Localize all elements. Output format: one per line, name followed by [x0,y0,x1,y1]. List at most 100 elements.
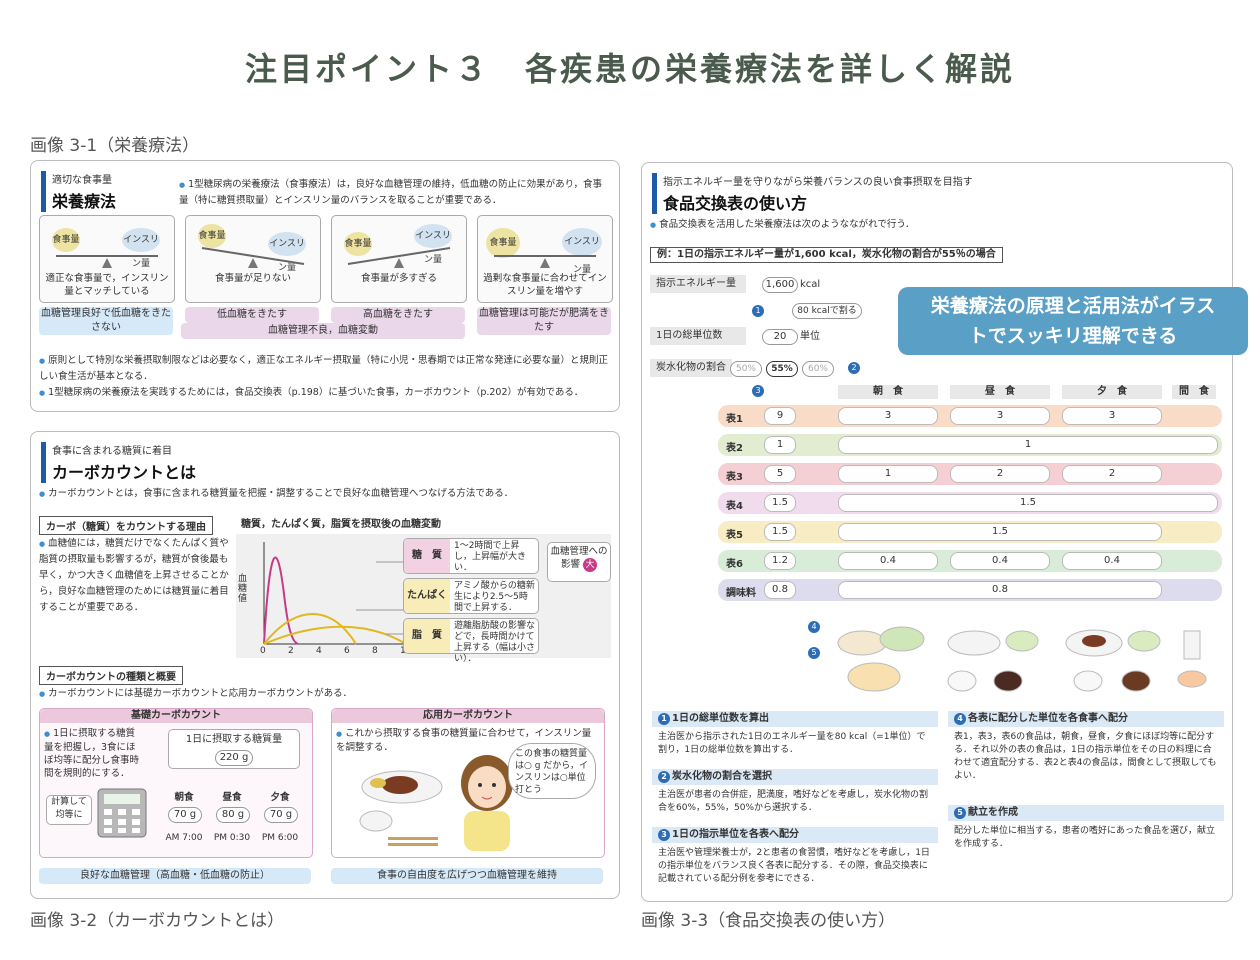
shared-result: 血糖管理不良，血糖変動 [181,323,465,339]
scale-desc-3: 食事量が多すぎる [360,273,437,284]
meal-plate-illustration [359,770,443,846]
nutrient-name-1: 糖 質 [404,539,450,573]
energy-value: 1,600 [762,277,798,293]
meal-time-1: AM 7:00 [165,833,203,843]
exchange-cell-1-1: 3 [838,407,938,425]
scale-desc-4: 過剰な食事量に合わせてインスリン量を増やす [483,273,607,297]
meal-illustrations [837,626,1207,692]
exchange-row-name-7: 調味料 [726,588,756,599]
divide-label: 80 kcalで割る [792,303,862,319]
nutrient-name-2: たんぱく質 [404,579,450,635]
scale-desc-1: 適正な食事量で，インスリン量とマッチしている [45,273,169,297]
exchange-cell-2-1: 1 [838,436,1218,454]
panel3-title: 食品交換表の使い方 [663,194,808,213]
exchange-row-total-1: 9 [764,407,796,425]
x-tick-8: 8 [372,646,378,656]
meal-carb-3: 70 g [264,807,298,823]
scale-beam-4 [494,255,596,268]
panel2-subtitle: 食事に含まれる糖質に着目 [52,446,172,457]
types-text: カーボカウントには基礎カーボカウントと応用カーボカウントがある． [39,686,609,702]
panel-food-exchange: 指示エネルギー量を守りながら栄養バランスの良い食事摂取を目指す 食品交換表の使い… [641,162,1248,902]
explanation-heading-text-3: 1日の指示単位を各表へ配分 [672,829,799,840]
step-3-icon: 3 [752,385,764,397]
basic-carb-text: 1日に摂取する糖質量を把握し，3食にほぼ均等に配分し食事時間を規則的にする． [44,727,144,780]
step-5-icon: 5 [808,647,820,659]
meal-head-2: 昼 食 [950,385,1050,399]
step-2-icon: 2 [848,362,860,374]
scale-box-3: 食事量 インスリン量食事量が多すぎる [331,215,467,303]
daily-carb-box: 1日に摂取する糖質量 220 g [168,729,300,769]
scale-box-2: 食事量 インスリン量食事量が足りない [185,215,321,303]
exchange-cell-1-2: 3 [950,407,1050,425]
explanation-step-icon-5: 5 [954,807,966,819]
panel2-intro: カーボカウントとは，食事に含まれる糖質量を把握・調整することで良好な血糖管理へつ… [39,486,609,502]
panel-carb-counting: 食事に含まれる糖質に着目 カーボカウントとは カーボカウントとは，食事に含まれる… [30,431,620,899]
exchange-cell-3-1: 1 [838,465,938,483]
explanation-text-5: 配分した単位に相当する，患者の嗜好にあった食品を選び，献立を作成する． [954,826,1216,849]
panel1-bullet-1: 原則として特別な栄養摂取制限などは必要なく，適正なエネルギー摂取量（特に小児・思… [39,353,611,384]
meal-name-3: 夕食 [270,792,290,803]
scale-desc-2: 食事量が足りない [214,273,291,284]
exchange-cell-1-3: 3 [1062,407,1162,425]
explanation-heading-text-1: 1日の総単位数を算出 [672,713,769,724]
exchange-row-total-4: 1.5 [764,494,796,512]
basic-carb-result: 良好な血糖管理（高血糖・低血糖の防止） [39,868,311,884]
scale-beam-3 [347,247,451,268]
advanced-carb-box: 応用カーボカウント これから摂取する食事の糖質量に合わせて，インスリン量を調整す… [331,708,605,858]
exchange-cell-6-2: 0.4 [950,552,1050,570]
callout-banner: 栄養療法の原理と活用法がイラストでスッキリ理解できる [898,287,1248,355]
nutrient-box-3: 脂 質遊離脂肪酸の影響などで，長時間かけて上昇する（幅は小さい）． [403,618,539,664]
scale-result-1: 血糖管理良好で低血糖をきたさない [39,307,173,335]
exchange-row-name-1: 表1 [726,414,743,425]
example-label: 例：1日の指示エネルギー量が1,600 kcal，炭水化物の割合が55％の場合 [650,247,1003,263]
carb-option-55%: 55% [766,361,798,377]
exchange-cell-3-3: 2 [1062,465,1162,483]
meal-carb-1: 70 g [168,807,202,823]
callout-text: 栄養療法の原理と活用法がイラストでスッキリ理解できる [930,295,1216,347]
exchange-row-total-3: 5 [764,465,796,483]
panel3-header: 指示エネルギー量を守りながら栄養バランスの良い食事摂取を目指す 食品交換表の使い… [652,173,973,214]
scale-result-4: 血糖管理は可能だが肥満をきたす [477,307,611,335]
caption-3-3: 画像 3-3（食品交換表の使い方） [641,911,896,931]
advanced-carb-heading: 応用カーボカウント [332,709,604,723]
energy-label: 指示エネルギー量 [650,275,746,293]
panel2-title: カーボカウントとは [52,463,197,482]
exchange-cell-4-1: 1.5 [838,494,1218,512]
page-title: 注目ポイント３ 各疾患の栄養療法を詳しく解説 [244,50,1015,88]
nutrient-desc-3: 遊離脂肪酸の影響などで，長時間かけて上昇する（幅は小さい）． [454,621,536,664]
speech-bubble: この食事の糖質量は○ g だから，インスリンは○単位打とう [508,743,596,799]
meal-time-2: PM 0:30 [213,833,251,843]
explanation-step-icon-4: 4 [954,713,966,725]
scale-result-3: 高血糖をきたす [331,307,465,323]
woman-illustration [461,755,513,851]
meal-head-3: 夕 食 [1062,385,1162,399]
exchange-row-name-5: 表5 [726,530,743,541]
graph-title: 糖質，たんぱく質，脂質を摂取後の血糖変動 [241,519,441,530]
insulin-weight-3: インスリン量 [414,224,452,265]
x-tick-4: 4 [316,646,322,656]
exchange-row-name-2: 表2 [726,443,743,454]
food-weight-2: 食事量 [198,224,226,248]
x-tick-0: 0 [260,646,266,656]
exchange-row-total-5: 1.5 [764,523,796,541]
meal-time-3: PM 6:00 [261,833,299,843]
units-label: 1日の総単位数 [650,327,746,345]
glucose-curve-graph [263,542,411,645]
insulin-weight-1: インスリン量 [122,228,160,269]
meal-head-1: 朝 食 [838,385,938,399]
food-weight-3: 食事量 [344,232,372,256]
units-unit: 単位 [800,331,820,342]
panel2-header: 食事に含まれる糖質に着目 カーボカウントとは [41,442,196,483]
energy-unit: kcal [800,279,821,290]
advanced-carb-result: 食事の自由度を広げつつ血糖管理を維持 [331,868,603,884]
graph-ylabel: 血糖値 [238,574,248,604]
explanation-text-3: 主治医や管理栄養士が，2と患者の食習慣，嗜好などを考慮し，1日の指示単位をバラン… [658,848,930,884]
exchange-cell-6-3: 0.4 [1062,552,1162,570]
calculator-icon [97,788,147,838]
insulin-weight-2: インスリン量 [268,232,306,273]
calc-label: 計算して均等に [46,795,92,825]
